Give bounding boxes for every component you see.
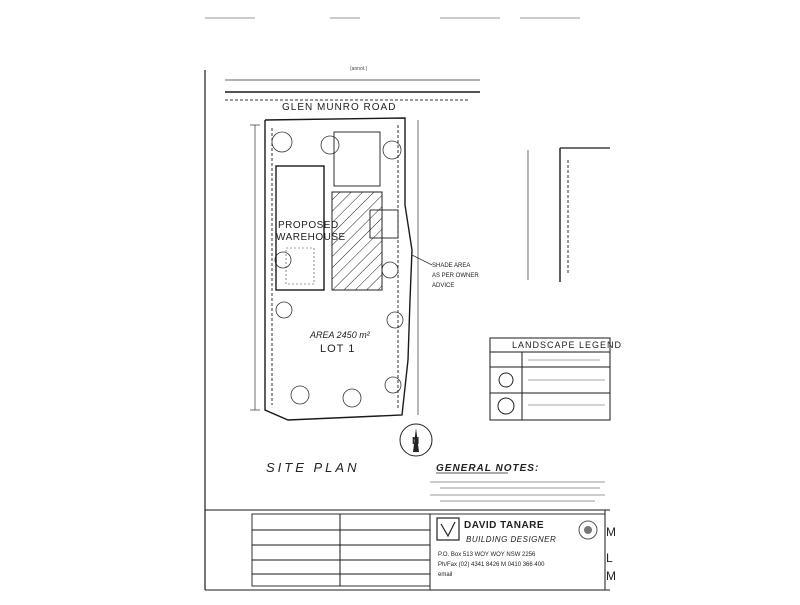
svg-text:L: L [606, 551, 613, 565]
dimension-text: (annot.) [350, 66, 368, 72]
right-edge-cropped: M L M [604, 510, 616, 590]
road-name-label: GLEN MUNRO ROAD [282, 102, 396, 113]
north-arrow-icon: N [399, 423, 433, 457]
general-notes: GENERAL NOTES: [430, 463, 605, 502]
building-label-line-2: WAREHOUSE [276, 232, 346, 243]
svg-text:M: M [606, 569, 616, 583]
road-boundary: GLEN MUNRO ROAD [225, 91, 480, 113]
svg-text:SHADE AREA: SHADE AREA [432, 263, 470, 269]
driveway-area [331, 131, 399, 291]
company-email: email [438, 572, 452, 578]
svg-text:ADVICE: ADVICE [432, 283, 454, 289]
company-address: P.O. Box 513 WOY WOY NSW 2256 [438, 552, 536, 558]
proposed-warehouse: PROPOSED WAREHOUSE [275, 165, 346, 291]
area-label: AREA 2450 m² [309, 330, 371, 340]
tree-symbols [271, 131, 404, 408]
company-phone: Ph/Fax (02) 4341 8426 M 0410 366 400 [438, 562, 545, 568]
side-elevation [527, 147, 610, 282]
legend-title: LANDSCAPE LEGEND [512, 340, 622, 350]
drawing-frame [204, 70, 610, 591]
company-role: BUILDING DESIGNER [466, 535, 556, 544]
svg-text:AS PER OWNER: AS PER OWNER [432, 273, 479, 279]
general-notes-title: GENERAL NOTES: [436, 463, 539, 474]
plan-title: SITE PLAN [266, 460, 359, 475]
title-block: DAVID TANARE BUILDING DESIGNER P.O. Box … [251, 513, 606, 591]
company-name: DAVID TANARE [464, 520, 544, 531]
shade-note: SHADE AREA AS PER OWNER ADVICE [432, 263, 479, 289]
landscape-legend: LANDSCAPE LEGEND [489, 337, 622, 421]
lot-label: LOT 1 [320, 343, 355, 355]
svg-text:M: M [606, 525, 616, 539]
building-label-line-1: PROPOSED [278, 220, 339, 231]
svg-text:N: N [412, 436, 419, 447]
dimension-marks [225, 79, 480, 415]
